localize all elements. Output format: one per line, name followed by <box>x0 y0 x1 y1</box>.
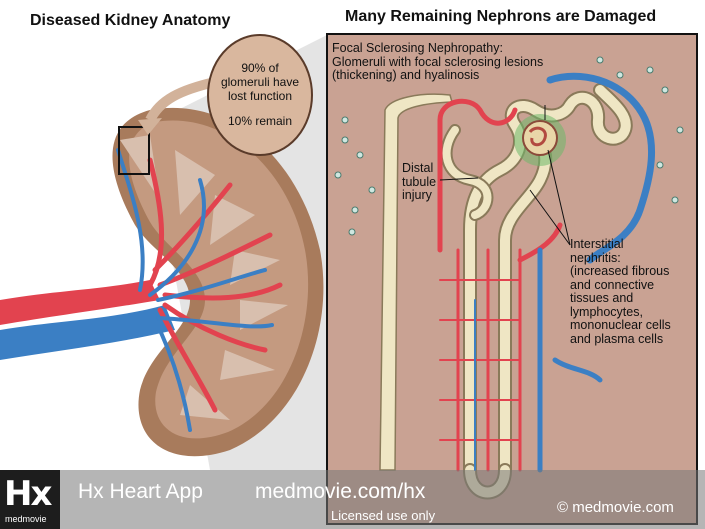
hx-logo-sub: medmovie <box>5 514 47 524</box>
copyright-text: © medmovie.com <box>557 499 674 516</box>
interstitial-line: tissues and <box>570 292 671 306</box>
renal-vessels <box>0 280 175 360</box>
fsgs-line: (thickening) and hyalinosis <box>332 69 543 83</box>
fsgs-label: Focal Sclerosing Nephropathy: Glomeruli … <box>332 42 543 83</box>
license-text: Licensed use only <box>331 508 435 523</box>
interstitial-line: and connective <box>570 279 671 293</box>
callout-line: lost function <box>212 89 308 103</box>
distal-line: tubule <box>402 176 436 190</box>
interstitial-line: and plasma cells <box>570 333 671 347</box>
interstitial-line: lymphocytes, <box>570 306 671 320</box>
distal-label: Distal tubule injury <box>402 162 436 203</box>
interstitial-line: nephritis: <box>570 252 671 266</box>
interstitial-label: Interstitial nephritis: (increased fibro… <box>570 238 671 346</box>
distal-line: Distal <box>402 162 436 176</box>
left-title: Diseased Kidney Anatomy <box>30 12 230 30</box>
distal-line: injury <box>402 189 436 203</box>
app-name: Hx Heart App <box>78 480 203 504</box>
interstitial-line: (increased fibrous <box>570 265 671 279</box>
fsgs-line: Glomeruli with focal sclerosing lesions <box>332 56 543 70</box>
callout-text: 90% of glomeruli have lost function 10% … <box>212 61 308 128</box>
fsgs-line: Focal Sclerosing Nephropathy: <box>332 42 543 56</box>
interstitial-line: Interstitial <box>570 238 671 252</box>
callout-line: 10% remain <box>212 114 308 128</box>
right-title: Many Remaining Nephrons are Damaged <box>345 8 656 26</box>
interstitial-line: mononuclear cells <box>570 319 671 333</box>
callout-line: glomeruli have <box>212 75 308 89</box>
callout-line: 90% of <box>212 61 308 75</box>
glomerulus-lesion <box>514 114 566 166</box>
hx-logo-mark: Hx <box>4 474 50 514</box>
app-url[interactable]: medmovie.com/hx <box>255 480 425 504</box>
